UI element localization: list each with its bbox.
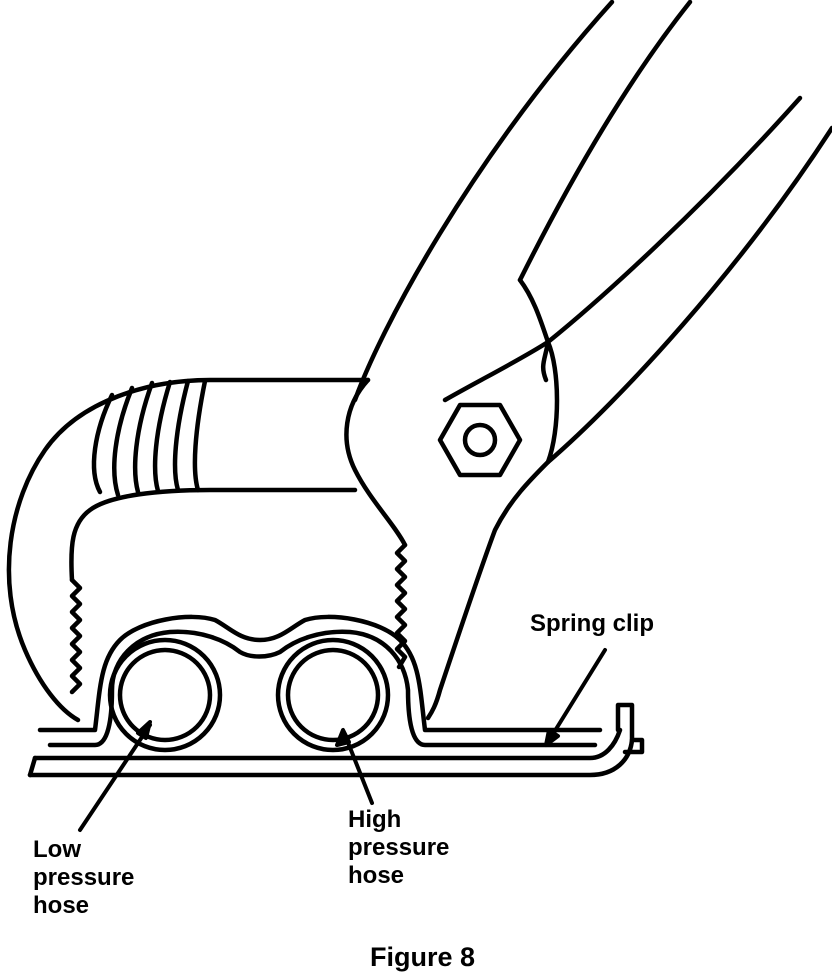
high-label-line: High bbox=[348, 806, 402, 833]
low-pressure-hose-shape bbox=[107, 637, 223, 753]
hose-clip bbox=[27, 614, 645, 778]
pliers-curved-jaw bbox=[6, 377, 371, 723]
spring-clip-label: Spring clip bbox=[530, 610, 655, 637]
low-label-line: hose bbox=[33, 892, 90, 919]
pliers-handles bbox=[352, 0, 832, 465]
figure-caption: Figure 8 bbox=[370, 942, 476, 972]
high-hose-arrowhead bbox=[335, 728, 351, 747]
high-hose-leader bbox=[343, 733, 374, 805]
leader-arrows bbox=[78, 648, 607, 832]
spring-clip-leader bbox=[546, 648, 607, 744]
pliers-straight-jaw bbox=[344, 339, 551, 721]
low-label-line: Low bbox=[33, 836, 81, 863]
spring-clip-arrowhead bbox=[544, 728, 560, 747]
low-pressure-hose-label: Low pressure hose bbox=[33, 836, 134, 920]
pivot-hex-nut bbox=[437, 402, 523, 478]
low-hose-arrowhead bbox=[136, 720, 152, 740]
high-pressure-hose-label: High pressure hose bbox=[348, 806, 449, 890]
high-label-line: pressure bbox=[348, 834, 450, 861]
low-hose-leader bbox=[78, 723, 152, 832]
low-label-line: pressure bbox=[33, 864, 135, 891]
high-pressure-hose-shape bbox=[275, 637, 391, 753]
high-label-line: hose bbox=[348, 862, 405, 889]
